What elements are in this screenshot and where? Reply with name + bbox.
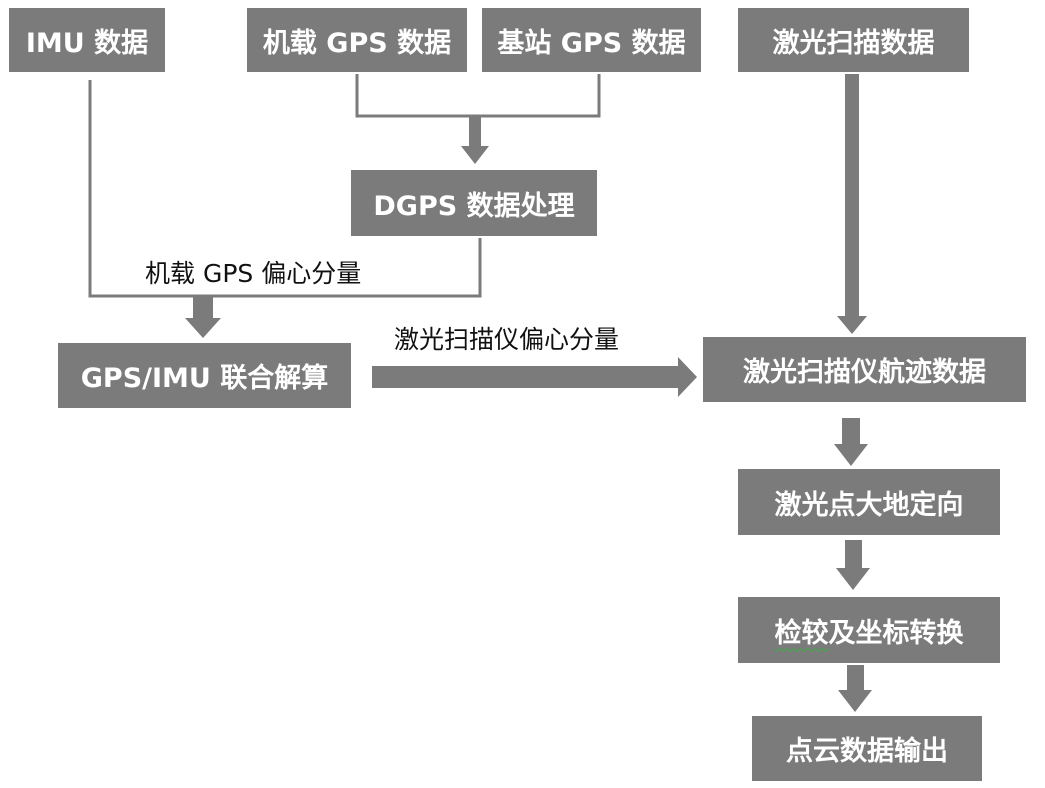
laser-point-georef-box: 激光点大地定向 xyxy=(738,469,1000,535)
imu-data-box: IMU 数据 xyxy=(9,8,165,72)
calibration-prefix-text: 检较 xyxy=(774,617,829,649)
gps-eccentricity-label: 机载 GPS 偏心分量 xyxy=(145,259,362,288)
airborne-gps-data-box: 机载 GPS 数据 xyxy=(247,8,467,72)
imu-dgps-merge-line xyxy=(88,80,482,298)
arrow-gps-imu-to-trajectory xyxy=(372,357,697,397)
gps-imu-joint-solution-box: GPS/IMU 联合解算 xyxy=(58,343,351,408)
airborne-gps-data-label: 机载 GPS 数据 xyxy=(262,27,452,59)
scanner-trajectory-data-label: 激光扫描仪航迹数据 xyxy=(743,357,986,388)
calibration-suffix-text: 及坐标转换 xyxy=(828,617,964,649)
imu-data-label: IMU 数据 xyxy=(25,27,149,59)
point-cloud-output-box: 点云数据输出 xyxy=(752,716,982,781)
scanner-eccentricity-label: 激光扫描仪偏心分量 xyxy=(394,325,620,354)
laser-scan-data-label: 激光扫描数据 xyxy=(772,27,935,59)
gps-merge-line xyxy=(355,74,601,118)
laser-scan-data-box: 激光扫描数据 xyxy=(738,8,969,72)
arrow-to-dgps xyxy=(461,116,489,164)
base-station-gps-data-box: 基站 GPS 数据 xyxy=(482,8,701,72)
arrow-to-output xyxy=(838,665,872,712)
arrow-to-georef xyxy=(834,418,868,466)
arrow-laser-to-trajectory xyxy=(837,74,867,334)
gps-imu-joint-solution-label: GPS/IMU 联合解算 xyxy=(80,363,329,394)
dgps-processing-label: DGPS 数据处理 xyxy=(373,190,575,222)
calibration-transform-label: 检较及坐标转换 xyxy=(775,611,964,650)
arrow-to-gps-imu xyxy=(185,296,221,338)
base-station-gps-data-label: 基站 GPS 数据 xyxy=(497,27,686,59)
laser-point-georef-label: 激光点大地定向 xyxy=(774,489,964,521)
calibration-transform-box: 检较及坐标转换 xyxy=(738,597,1000,663)
arrow-to-calibration xyxy=(836,540,870,590)
point-cloud-output-label: 点云数据输出 xyxy=(786,736,948,767)
dgps-processing-box: DGPS 数据处理 xyxy=(351,170,597,236)
scanner-trajectory-data-box: 激光扫描仪航迹数据 xyxy=(703,337,1026,402)
